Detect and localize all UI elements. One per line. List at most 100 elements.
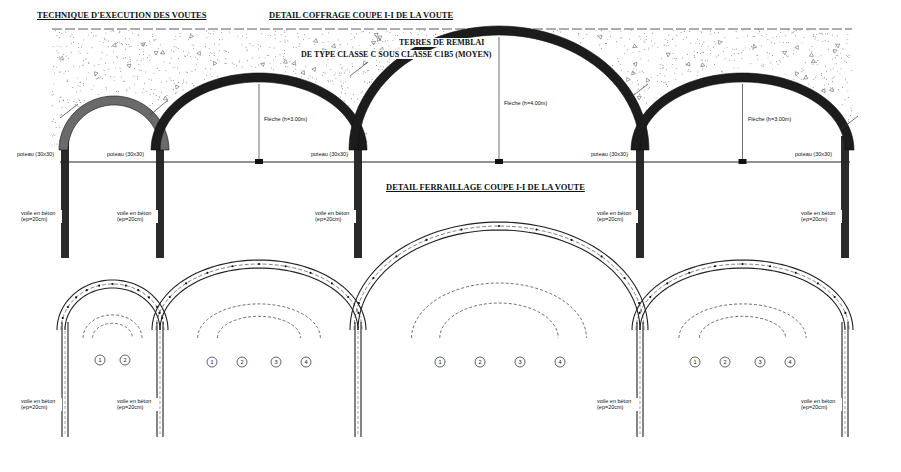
- stipple-dot: [362, 72, 364, 74]
- stipple-dot: [819, 32, 821, 34]
- stipple-dot: [124, 56, 126, 58]
- stipple-dot: [191, 44, 193, 46]
- stipple-dot: [733, 53, 735, 55]
- stipple-dot: [769, 53, 771, 55]
- aggregate-mark: [282, 60, 287, 65]
- stipple-dot: [737, 67, 739, 69]
- stipple-dot: [435, 34, 437, 36]
- stipple-dot: [110, 75, 112, 77]
- stipple-dot: [348, 104, 350, 106]
- stipple-dot: [811, 46, 813, 48]
- stipple-dot: [841, 103, 843, 105]
- stipple-dot: [68, 70, 70, 72]
- stipple-dot: [834, 57, 836, 59]
- stipple-dot: [321, 75, 323, 77]
- stipple-dot: [54, 135, 56, 137]
- stipple-dot: [733, 59, 735, 61]
- stipple-dot: [717, 32, 719, 34]
- stipple-dot: [378, 43, 380, 45]
- stipple-dot: [188, 52, 190, 54]
- stipple-dot: [816, 64, 818, 66]
- stipple-dot: [275, 56, 277, 58]
- callout-circle: [690, 357, 700, 367]
- stipple-dot: [235, 65, 237, 67]
- stipple-dot: [382, 40, 384, 42]
- stipple-dot: [734, 48, 736, 50]
- wall-section: [156, 136, 164, 258]
- stipple-dot: [433, 35, 435, 37]
- stipple-dot: [343, 82, 345, 84]
- stipple-dot: [665, 45, 667, 47]
- stipple-dot: [72, 100, 74, 102]
- stipple-dot: [177, 66, 179, 68]
- callout-circle: [555, 357, 565, 367]
- stipple-dot: [85, 58, 87, 60]
- aggregate-mark: [313, 39, 318, 44]
- stipple-dot: [205, 68, 207, 70]
- stipple-dot: [54, 121, 56, 123]
- stipple-dot: [661, 58, 663, 60]
- callout-number: 4: [303, 359, 308, 365]
- section-heading: DETAIL FERRAILLAGE COUPE I-I DE LA VOUTE: [385, 183, 586, 193]
- tie-line: [60, 161, 850, 162]
- stipple-dot: [847, 96, 849, 98]
- stipple-dot: [639, 93, 641, 95]
- stipple-dot: [848, 57, 850, 59]
- stipple-dot: [327, 32, 329, 34]
- aggregate-mark: [686, 62, 691, 67]
- stipple-dot: [667, 42, 669, 44]
- stipple-dot: [169, 62, 171, 64]
- stipple-dot: [173, 66, 175, 68]
- stipple-dot: [340, 84, 342, 86]
- stipple-dot: [205, 43, 207, 45]
- stipple-dot: [350, 76, 352, 78]
- stipple-dot: [411, 32, 413, 34]
- stipple-dot: [130, 58, 132, 60]
- stipple-dot: [151, 79, 153, 81]
- stipple-dot: [283, 30, 285, 32]
- stipple-dot: [342, 87, 344, 89]
- stipple-dot: [298, 45, 300, 47]
- tie-mark: [495, 159, 503, 164]
- stipple-dot: [850, 107, 852, 109]
- stipple-dot: [376, 64, 378, 66]
- stipple-dot: [295, 68, 297, 70]
- stipple-dot: [246, 48, 248, 50]
- rebar-dot: [741, 263, 743, 265]
- stipple-dot: [668, 34, 670, 36]
- stipple-dot: [388, 45, 390, 47]
- stipple-dot: [350, 33, 352, 35]
- stipple-dot: [52, 119, 54, 121]
- stipple-dot: [817, 39, 819, 41]
- stipple-dot: [149, 60, 151, 62]
- stipple-dot: [144, 82, 146, 84]
- rebar-dot: [309, 272, 311, 274]
- stipple-dot: [102, 41, 104, 43]
- stipple-dot: [365, 133, 367, 135]
- rebar-dot: [67, 306, 69, 308]
- aggregate-mark: [836, 44, 840, 48]
- callout-number: 4: [557, 359, 562, 365]
- stipple-dot: [605, 43, 607, 45]
- rebar-dot: [206, 272, 208, 274]
- stipple-dot: [88, 62, 90, 64]
- stipple-dot: [713, 32, 715, 34]
- rebar-dot: [769, 265, 771, 267]
- stipple-dot: [119, 41, 121, 43]
- stipple-dot: [403, 32, 405, 34]
- wall-section: [636, 136, 644, 258]
- stipple-dot: [322, 33, 324, 35]
- stipple-dot: [79, 53, 81, 55]
- rebar-dot: [347, 296, 349, 298]
- stipple-dot: [174, 93, 176, 95]
- stipple-dot: [392, 39, 394, 41]
- stipple-dot: [657, 46, 659, 48]
- stipple-dot: [182, 83, 184, 85]
- stipple-dot: [175, 91, 177, 93]
- stipple-dot: [844, 60, 846, 62]
- stipple-dot: [279, 41, 281, 43]
- stipple-dot: [816, 60, 818, 62]
- stipple-dot: [612, 64, 614, 66]
- bar-shape: [83, 315, 142, 338]
- callout-number: 1: [437, 359, 442, 365]
